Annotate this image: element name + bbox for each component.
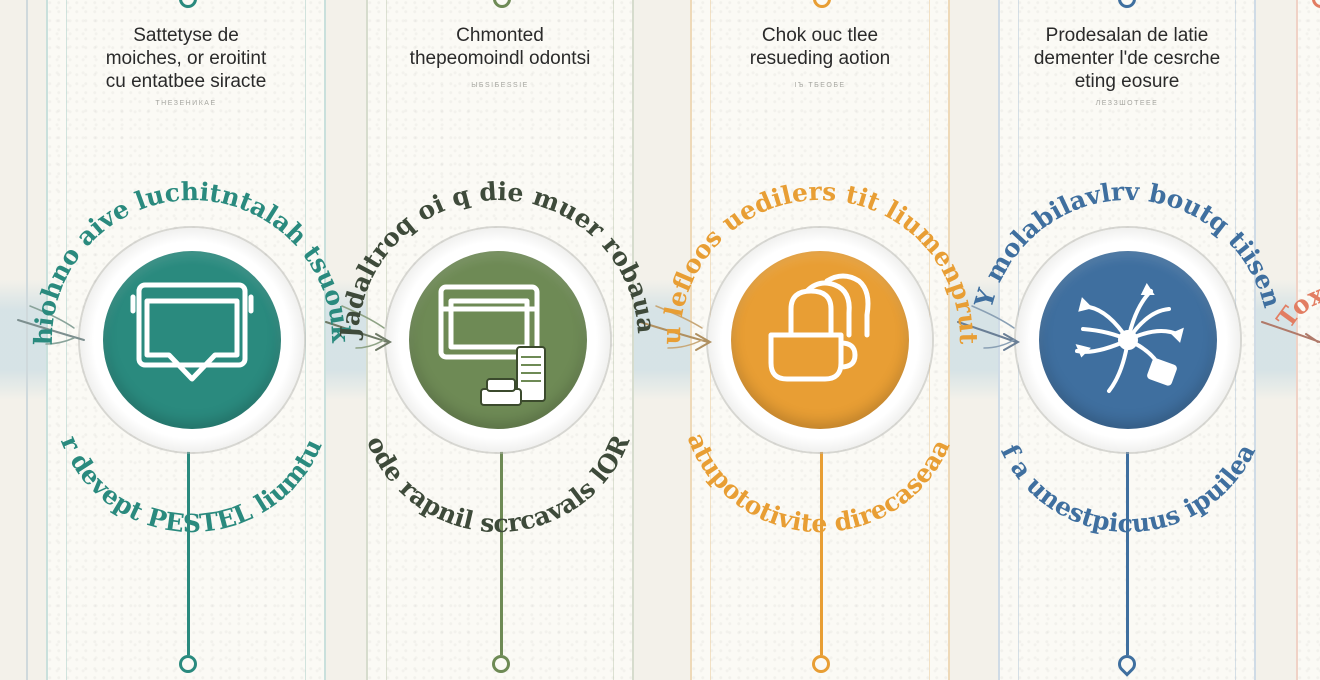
network-hub-icon <box>1075 283 1184 393</box>
step-subtitle: ЛЕЗЗШОТЕЕЕ <box>1095 100 1159 107</box>
arc-label-top: Toxi <box>0 0 1320 333</box>
arc-label-top: tlocu lefloos uedilers tit liumenprutitu… <box>0 0 983 345</box>
step-disc-2 <box>409 251 587 429</box>
step-panel-5 <box>1296 0 1320 680</box>
step-title: Chmonted thepeomoindl odontsi <box>409 25 591 69</box>
shield-folder-icon <box>130 282 254 382</box>
timeline-stem <box>1126 440 1129 655</box>
timeline-node <box>179 655 197 673</box>
connector-arrow <box>17 319 85 341</box>
timeline-stem <box>187 440 190 655</box>
coffee-cup-icon <box>768 273 871 382</box>
timeline-stem <box>500 440 503 655</box>
arc-label-top: Y molabilavlrv boutq tiisen <box>969 177 1287 312</box>
step-disc-4 <box>1039 251 1217 429</box>
connector-arrow <box>957 321 1021 351</box>
left-edge-panel <box>0 0 28 680</box>
arc-label-bottom: ttoo atupototivite direcaseaatiime <box>0 0 955 538</box>
step-disc-3 <box>731 251 909 429</box>
connector-arrow <box>1261 321 1320 343</box>
timeline-node <box>492 655 510 673</box>
top-connector-dot <box>1312 0 1320 8</box>
laptop-documents-icon <box>438 284 546 406</box>
step-title: Prodesalan de latie dementer l'de cesrch… <box>1033 25 1221 92</box>
step-subtitle: ТНЕЗЕНИКАЕ <box>155 100 217 107</box>
step-subtitle: ІЪ ТБЕОБЕ <box>794 82 846 89</box>
step-title: Chok ouc tlee resueding aotion <box>749 25 891 69</box>
connector-arrow <box>325 321 393 351</box>
step-subtitle: ЫБSIБЕSSIЕ <box>471 82 529 89</box>
step-disc-1 <box>103 251 281 429</box>
timeline-node <box>812 655 830 673</box>
arc-label-top: thiohno aive luchitntalah tsuouks <box>0 0 355 346</box>
step-title: Sattetyse de moiches, or eroitint cu ent… <box>105 25 267 92</box>
timeline-stem <box>820 440 823 655</box>
